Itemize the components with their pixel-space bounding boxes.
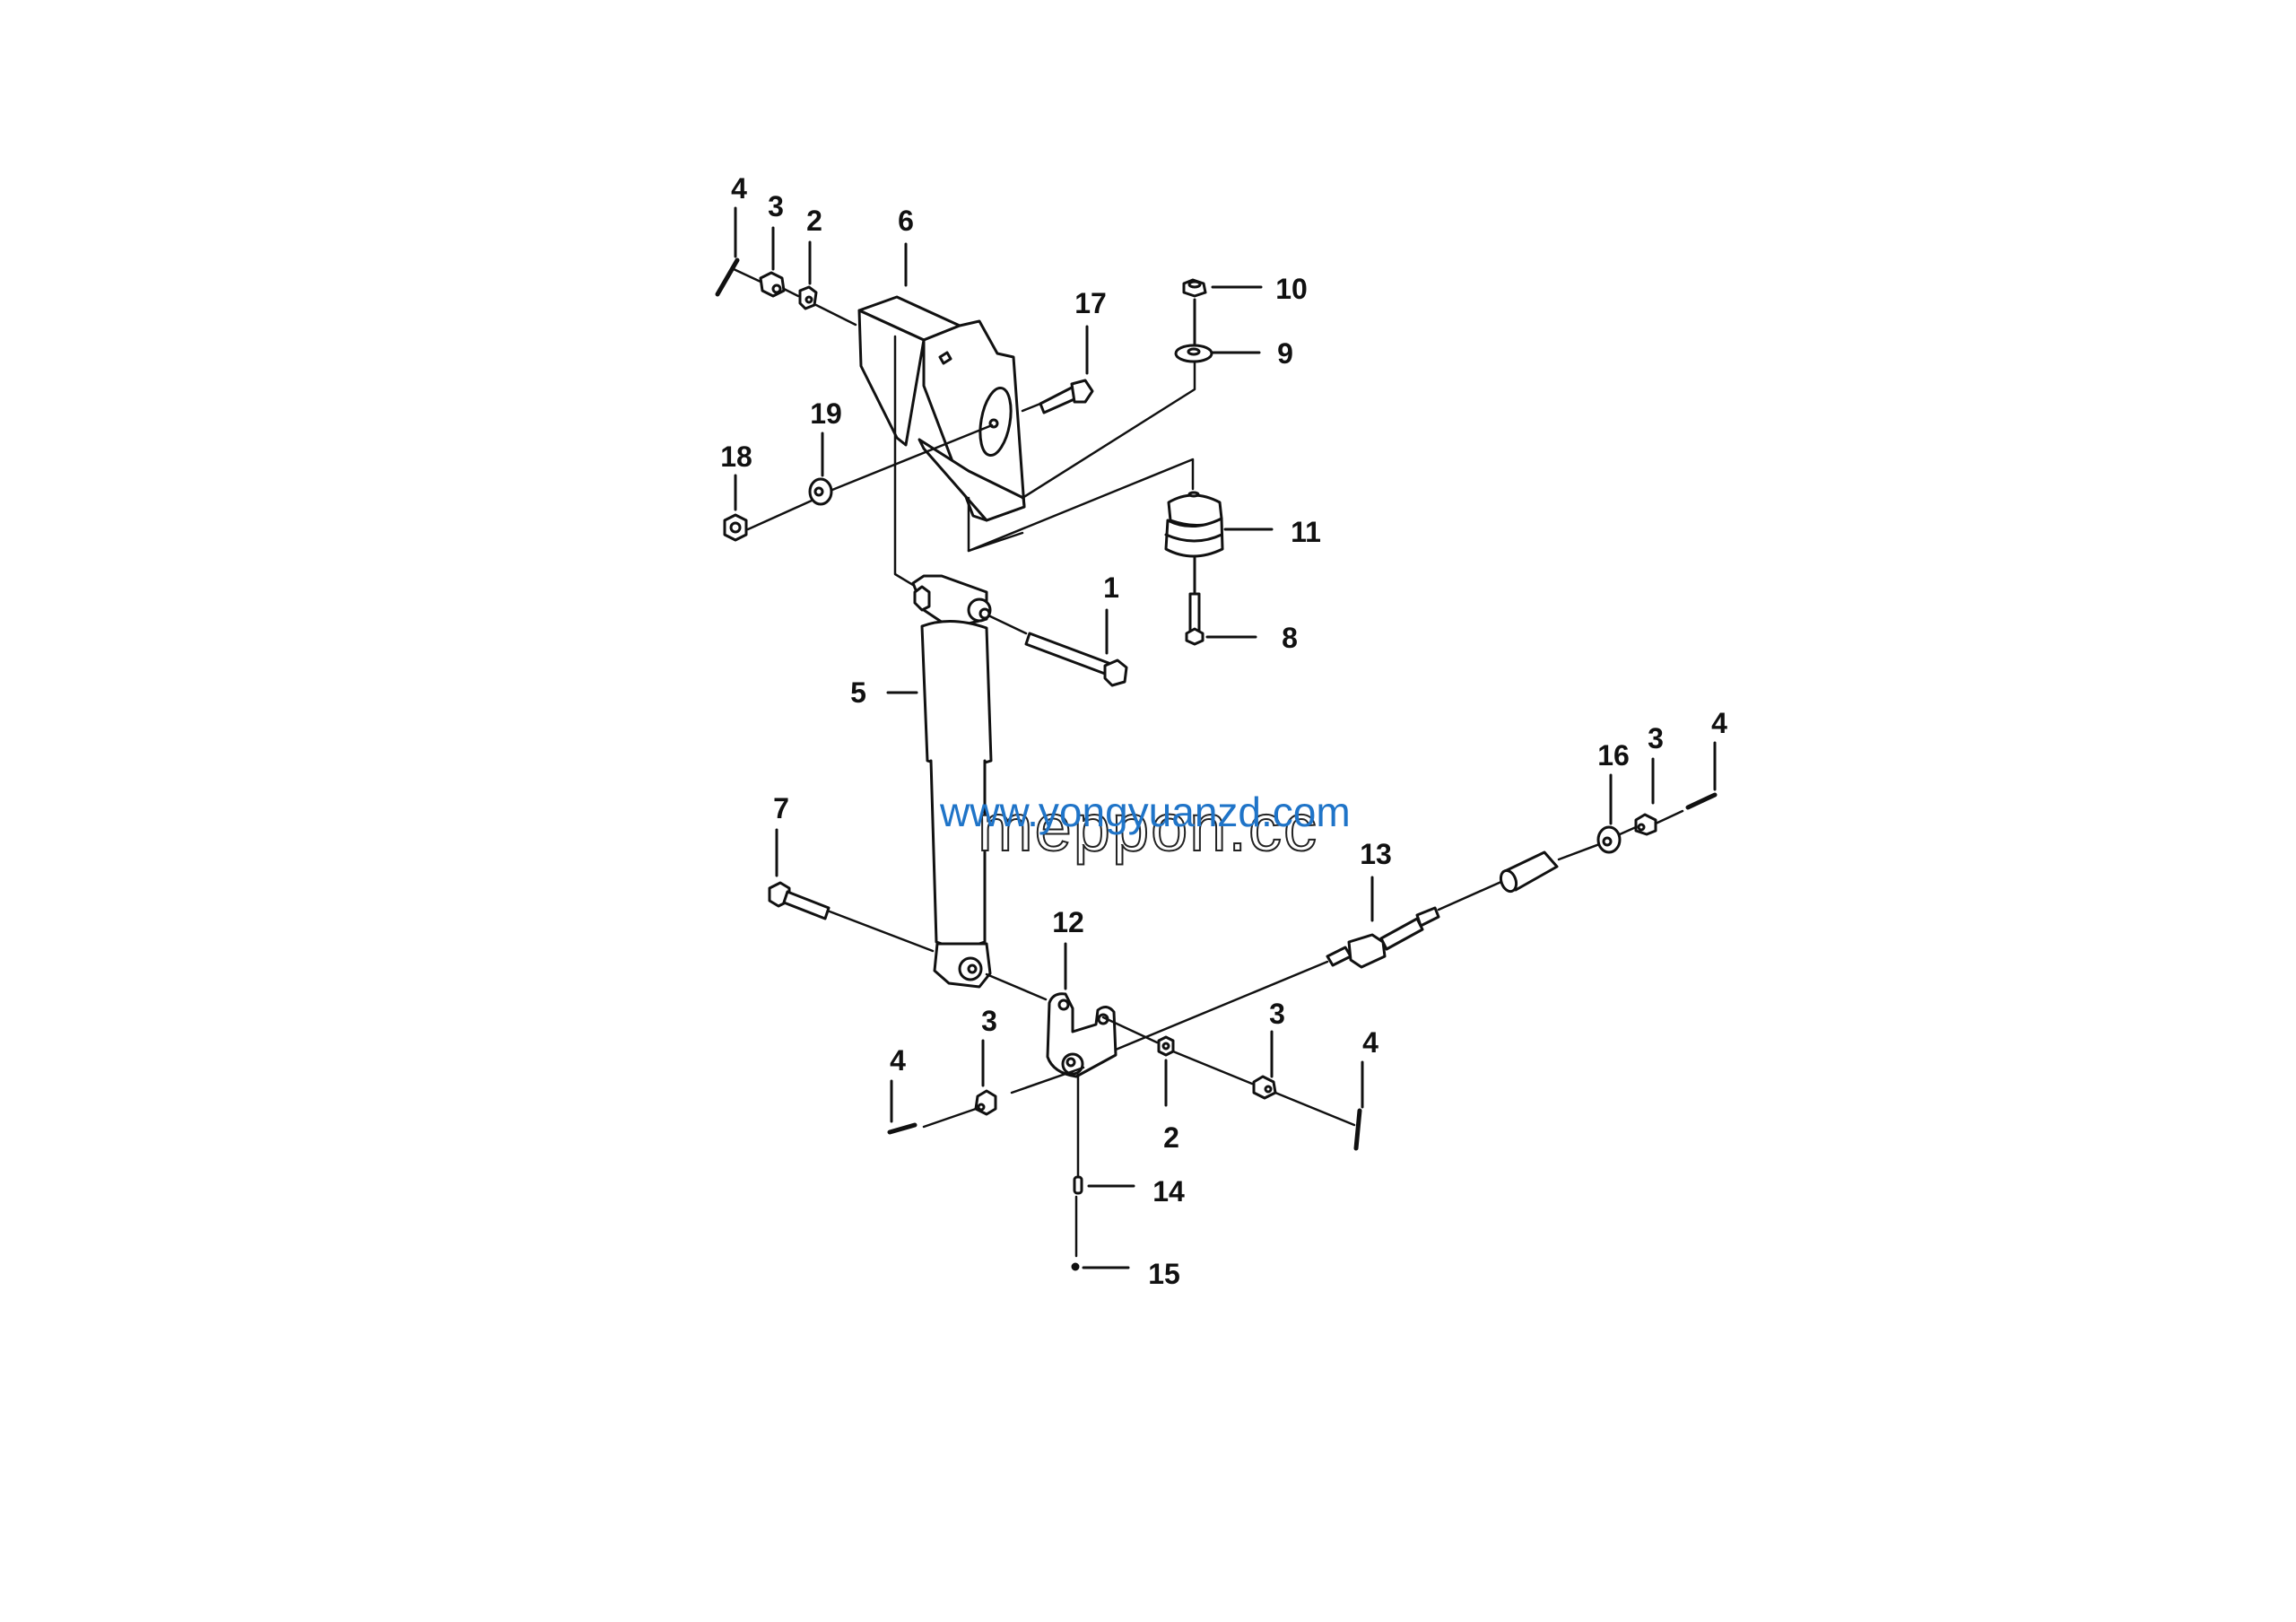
callout-label-19: 19	[810, 397, 842, 430]
callout-label-4-top-left: 4	[731, 172, 747, 205]
callout-label-11: 11	[1291, 516, 1321, 548]
callout-label-5: 5	[850, 676, 866, 709]
bolt-7	[768, 881, 831, 920]
bolt-1	[1024, 632, 1128, 687]
washer-9	[1174, 344, 1213, 363]
callout-label-14: 14	[1152, 1175, 1185, 1208]
callout-label-1: 1	[1103, 571, 1119, 604]
washer-16	[1596, 825, 1622, 854]
callout-label-4-bottom-right: 4	[1362, 1026, 1378, 1059]
callout-label-6: 6	[898, 205, 914, 237]
castle-nut-top-left	[759, 271, 786, 298]
callout-label-17: 17	[1074, 287, 1107, 319]
castle-nut-bottom-left	[974, 1089, 997, 1116]
castle-nut-right	[1634, 813, 1657, 836]
callout-label-18: 18	[720, 440, 752, 473]
bolt-8	[1185, 592, 1205, 646]
castle-nut-bottom-right	[1252, 1075, 1277, 1100]
callout-label-13: 13	[1360, 838, 1392, 870]
callout-label-9: 9	[1277, 337, 1293, 370]
callout-label-3-right: 3	[1648, 722, 1664, 754]
callout-label-12: 12	[1052, 906, 1084, 938]
ball-15	[1071, 1262, 1080, 1271]
callout-label-3-bottom-left: 3	[981, 1005, 997, 1037]
callout-label-15: 15	[1148, 1258, 1180, 1290]
callout-label-2-top-left: 2	[806, 205, 822, 237]
watermark-url: www.yongyuanzd.com	[940, 789, 1351, 835]
grease-nipple-14	[1073, 1175, 1083, 1195]
callout-label-2-bottom: 2	[1163, 1121, 1179, 1154]
mounting-bracket	[857, 295, 1026, 522]
bolt-17	[1039, 379, 1094, 414]
nut-18	[723, 513, 748, 542]
watermark-outline-text: meppon.cc	[977, 789, 1318, 866]
clevis-bracket-12	[1046, 992, 1118, 1078]
cotter-pin-top-left	[715, 257, 740, 297]
bushing-sleeve	[1499, 850, 1559, 894]
washer-top-left	[798, 285, 818, 310]
callout-label-7: 7	[773, 792, 789, 824]
callout-label-4-bottom-left: 4	[890, 1044, 906, 1077]
nut-10	[1182, 278, 1207, 298]
callout-label-4-right: 4	[1711, 707, 1727, 739]
callout-label-3-bottom-right: 3	[1269, 998, 1285, 1030]
callout-label-16: 16	[1597, 739, 1630, 772]
washer-bottom-right	[1157, 1035, 1175, 1057]
washer-19	[808, 477, 833, 506]
shaft-13	[1326, 906, 1440, 969]
callout-label-10: 10	[1275, 273, 1308, 305]
rubber-buffer-11	[1164, 491, 1224, 558]
callout-label-8: 8	[1282, 622, 1298, 654]
callout-label-3-top-left: 3	[768, 190, 784, 222]
shock-absorber	[911, 574, 993, 989]
